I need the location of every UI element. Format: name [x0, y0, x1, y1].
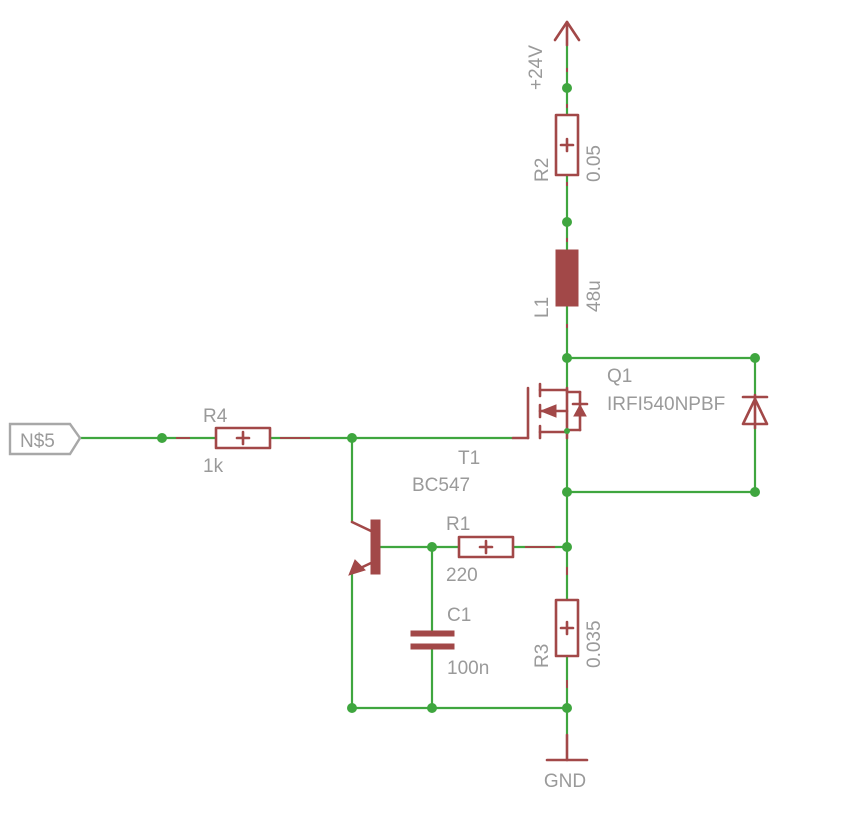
- pin-markers: [176, 68, 568, 688]
- resistor-r4: R4 1k: [203, 406, 272, 477]
- junction-dot: [562, 217, 572, 227]
- junction-dot: [562, 703, 572, 713]
- t1-name: T1: [458, 448, 480, 469]
- l1-value: 48u: [584, 280, 605, 312]
- q1-name: Q1: [607, 366, 632, 387]
- capacitor-c1: C1 100n: [410, 605, 489, 679]
- junctions: [157, 83, 760, 713]
- supply-label: +24V: [526, 45, 547, 90]
- transistor-t1: T1 BC547: [348, 448, 480, 576]
- supply-symbol: +24V: [526, 20, 581, 90]
- net-label-n5: N$5: [8, 422, 82, 456]
- junction-dot: [347, 433, 357, 443]
- mosfet-q1: Q1 IRFI540NPBF: [511, 366, 725, 440]
- junction-dot: [427, 703, 437, 713]
- freewheel-diode: [741, 393, 769, 430]
- l1-name: L1: [532, 297, 553, 318]
- junction-dot: [157, 433, 167, 443]
- junction-dot: [750, 353, 760, 363]
- r3-value: 0.035: [584, 620, 605, 668]
- q1-value: IRFI540NPBF: [607, 394, 725, 415]
- c1-name: C1: [447, 605, 471, 626]
- junction-dot: [562, 487, 572, 497]
- t1-value: BC547: [412, 475, 470, 496]
- ground-symbol: GND: [544, 733, 589, 792]
- junction-dot: [562, 353, 572, 363]
- junction-dot: [347, 703, 357, 713]
- r1-value: 220: [446, 565, 478, 586]
- r3-name: R3: [532, 644, 553, 668]
- r4-name: R4: [203, 406, 228, 427]
- r2-name: R2: [532, 158, 553, 182]
- r2-value: 0.05: [584, 145, 605, 182]
- ground-label: GND: [544, 771, 586, 792]
- resistor-r2: R2 0.05: [532, 113, 605, 182]
- junction-dot: [562, 83, 572, 93]
- c1-value: 100n: [447, 658, 489, 679]
- resistor-r1: R1 220: [446, 514, 515, 586]
- r1-name: R1: [446, 514, 470, 535]
- r4-value: 1k: [203, 456, 224, 477]
- resistor-r3: R3 0.035: [532, 598, 605, 668]
- inductor-l1: L1 48u: [532, 249, 605, 318]
- net-label-text: N$5: [20, 431, 55, 452]
- junction-dot: [750, 487, 760, 497]
- junction-dot: [562, 542, 572, 552]
- junction-dot: [427, 542, 437, 552]
